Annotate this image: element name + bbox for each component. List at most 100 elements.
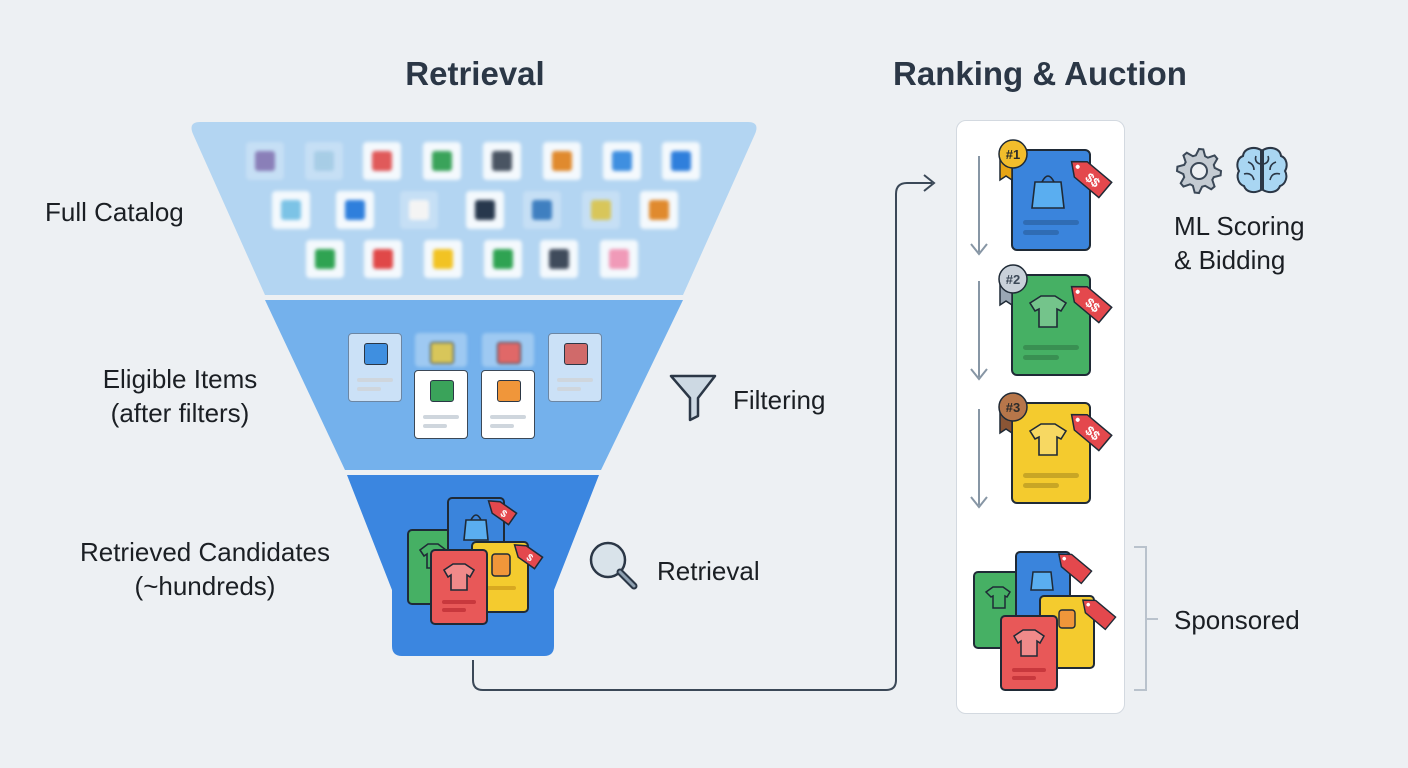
catalog-item-gamepad-icon [483,142,521,180]
tshirt-icon [1028,423,1068,456]
svg-text:$: $ [498,508,509,520]
catalog-item-tshirt-icon [306,240,344,278]
tshirt-icon [373,249,393,269]
bag-icon [671,151,691,171]
tier-label-retrieved-line2: (~hundreds) [134,571,276,601]
price-tag-icon: $ [513,544,544,570]
catalog-item-tshirt-icon [400,191,438,229]
bag-icon [1031,181,1065,209]
tshirt-icon [433,249,453,269]
ranked-item-3: #3 $$ [970,392,1113,509]
eligible-item-card [482,333,534,367]
card-text-line [1012,676,1036,680]
catalog-item-bag-icon [662,142,700,180]
flow-arrow-line [472,182,932,691]
catalog-item-tshirt-icon [336,191,374,229]
bag-icon [1030,571,1054,591]
tshirt-icon [314,151,334,171]
ml-scoring-line1: ML Scoring [1174,211,1305,241]
down-arrow-icon [970,156,988,256]
rank-medal-icon: #1 [998,139,1028,182]
catalog-item-headphones-icon [540,240,578,278]
tshirt-icon [1013,629,1045,657]
card-text-line [423,415,459,419]
catalog-item-tshirt-icon [305,142,343,180]
sponsored-label: Sponsored [1174,605,1300,635]
drill-icon [532,200,552,220]
funnel-icon [669,374,717,422]
bottle-icon [432,151,452,171]
catalog-item-bag-icon [272,191,310,229]
card-text-line [1023,230,1059,235]
hat-icon [564,343,588,365]
tshirt-icon [984,586,1011,609]
brain-icon [1236,147,1288,194]
down-arrow-icon [970,409,988,509]
catalog-item-backpack-icon [640,191,678,229]
eligible-item-card [481,370,535,439]
eligible-item-card [415,333,467,367]
catalog-item-tshirt-icon [364,240,402,278]
price-tag-icon [1081,599,1117,631]
bag-icon [281,200,301,220]
ranked-item-1: #1$$ [970,139,1113,256]
down-arrow-icon [970,281,988,381]
sponsored-bracket [1134,546,1158,691]
eligible-item-card [348,333,402,402]
card-text-line [1012,668,1046,672]
catalog-item-cup-icon [600,240,638,278]
card-text-line [557,378,593,382]
rank-label: #1 [1006,147,1020,162]
rank-medal-icon: #3 [998,392,1028,435]
cup-icon [609,249,629,269]
eligible-item-card [548,333,602,402]
filtering-step-label: Filtering [733,385,826,415]
tier-label-eligible-line2: (after filters) [110,398,250,428]
card-text-line [490,424,514,428]
catalog-item-device-icon [466,191,504,229]
magnifier-icon [589,541,638,590]
sneaker-icon [497,342,521,364]
sponsored-items-stack [973,551,1117,691]
card-text-line [1023,473,1079,478]
sneaker-icon [255,151,275,171]
rank-label: #2 [1006,272,1020,287]
headphones-icon [549,249,569,269]
backpack-icon [552,151,572,171]
tshirt-icon [364,343,388,365]
price-tag-icon: $ [487,500,518,526]
price-tag-icon: $$ [1070,285,1113,324]
rank-label: #3 [1006,400,1020,415]
tshirt-icon [409,200,429,220]
ranking-list: #1$$ #2 $$ #3 $$ [970,139,1117,691]
retrieval-step-label: Retrieval [657,556,760,586]
backpack-icon [372,151,392,171]
tier-label-eligible-items: Eligible Items (after filters) [60,362,300,430]
card-text-line [1023,220,1079,225]
card-text-line [357,387,381,391]
tshirt-icon [1028,295,1068,328]
eligible-item-card [414,370,468,439]
catalog-item-backpack-icon [363,142,401,180]
catalog-item-tshirt-icon [424,240,462,278]
ranked-card [1011,274,1091,376]
ml-scoring-line2: & Bidding [1174,245,1286,275]
tshirt-icon [430,380,454,402]
card-text-line [490,415,526,419]
tshirt-icon [315,249,335,269]
card-text-line [1023,355,1059,360]
rank-medal-icon: #2 [998,264,1028,307]
retrieval-title: Retrieval [405,55,545,92]
tier-label-retrieved-line1: Retrieved Candidates [79,537,331,567]
catalog-item-shorts-icon [484,240,522,278]
card-text-line [557,387,581,391]
candidate-card-red [430,549,488,625]
device-icon [475,200,495,220]
card-text-line [1023,483,1059,488]
price-tag-icon: $$ [1070,413,1113,452]
backpack-icon [649,200,669,220]
svg-text:$: $ [524,552,535,564]
ruler-icon [591,200,611,220]
funnel-tier-eligible-items [265,300,683,470]
gamepad-icon [492,151,512,171]
